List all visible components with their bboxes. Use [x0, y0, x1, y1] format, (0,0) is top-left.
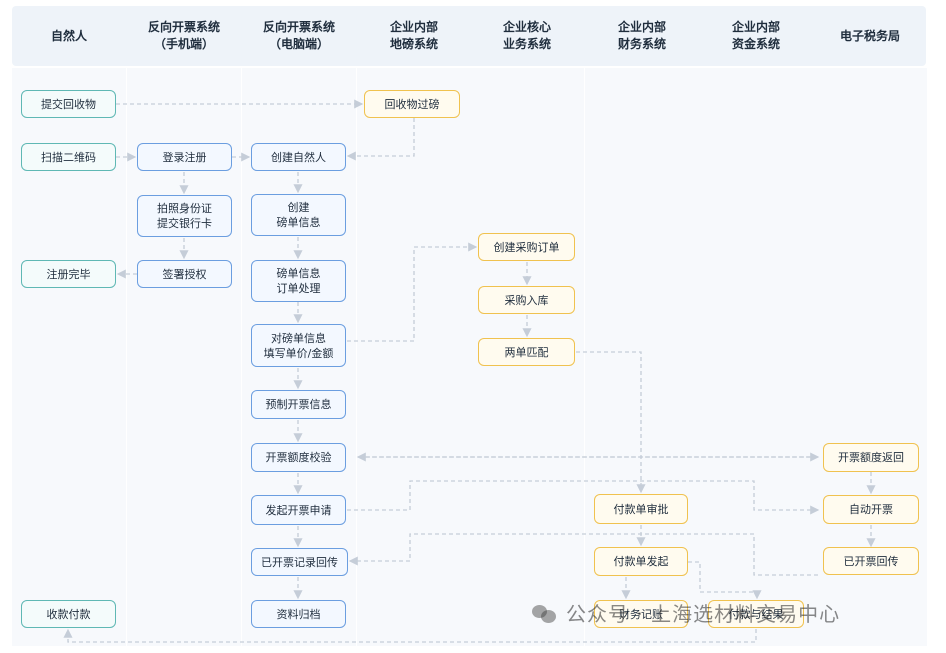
- node-label: 付款单发起: [613, 555, 669, 568]
- node-create-po: 创建采购订单: [478, 233, 575, 261]
- lane-header-weigh: 企业内部 地磅系统: [357, 8, 471, 64]
- watermark-text: 公众号 · 上海选材料交易中心: [566, 602, 841, 626]
- link-payresult-receive: [63, 628, 757, 643]
- lane-header-fund: 企业内部 资金系统: [699, 8, 813, 64]
- node-pay-result: 付款与结果: [708, 600, 804, 628]
- node-label: 磅单信息: [276, 267, 321, 280]
- node-label: 注册完毕: [46, 267, 91, 281]
- lane-header-line: （电脑端）: [268, 37, 329, 51]
- link-invoiced-record: [348, 533, 818, 576]
- lane-header-pc: 反向开票系统 （电脑端）: [242, 8, 356, 64]
- node-weigh-order: 磅单信息 订单处理: [251, 260, 346, 302]
- node-label: 已开票记录回传: [261, 555, 338, 569]
- node-quota-return: 开票额度返回: [823, 443, 919, 472]
- node-pay-start: 付款单发起: [594, 547, 688, 576]
- lane-header-core: 企业核心 业务系统: [470, 8, 584, 64]
- lane-header-line: 反向开票系统: [262, 20, 335, 34]
- lane-bg-fund: [699, 68, 813, 646]
- node-archive: 资料归档: [251, 600, 346, 628]
- node-quota-check: 开票额度校验: [251, 443, 346, 472]
- node-label: 两单匹配: [504, 345, 549, 359]
- node-label: 对磅单信息: [271, 331, 326, 345]
- node-label: 提交银行卡: [157, 217, 212, 230]
- node-auto-invoice: 自动开票: [823, 495, 919, 524]
- node-label: 签署授权: [162, 267, 207, 281]
- lane-header-line: 反向开票系统: [147, 20, 220, 34]
- lane-header-finance: 企业内部 财务系统: [585, 8, 699, 64]
- node-create-person: 创建自然人: [251, 143, 346, 171]
- node-label: 付款与结果: [728, 607, 784, 621]
- node-label: 创建采购订单: [493, 240, 560, 254]
- node-apply-invoice: 发起开票申请: [251, 495, 346, 525]
- watermark: 公众号 · 上海选材料交易中心: [532, 598, 840, 627]
- node-receive-pay: 收款付款: [21, 600, 116, 628]
- link-fill-createpo: [347, 242, 478, 342]
- node-invoiced-back: 已开票回传: [823, 547, 919, 575]
- node-label: 资料归档: [276, 607, 321, 621]
- node-label: 已开票回传: [843, 554, 899, 568]
- lane-header-line: 自然人: [50, 28, 87, 43]
- node-label: 填写单价/金额: [263, 346, 334, 360]
- node-label: 开票额度校验: [265, 451, 332, 464]
- link-start-payresult: [688, 561, 762, 600]
- node-sign: 签署授权: [137, 260, 232, 288]
- node-photo: 拍照身份证 提交银行卡: [137, 195, 232, 237]
- node-label: 收款付款: [46, 607, 91, 621]
- link-weighing-createperson: [346, 118, 415, 161]
- header-band: [12, 6, 926, 66]
- node-pre-invoice: 预制开票信息: [251, 390, 346, 419]
- node-label: 预制开票信息: [265, 398, 332, 411]
- node-login: 登录注册: [137, 143, 232, 171]
- lane-header-line: 资金系统: [731, 37, 780, 51]
- node-pay-approve: 付款单审批: [594, 494, 688, 524]
- node-record-back: 已开票记录回传: [251, 548, 348, 576]
- node-label: 扫描二维码: [41, 150, 96, 164]
- wechat-icon: [532, 603, 558, 623]
- node-create-weigh: 创建 磅单信息: [251, 194, 346, 236]
- lane-header-line: （手机端）: [153, 37, 214, 51]
- node-label: 订单处理: [276, 282, 321, 295]
- lane-header-line: 企业核心: [502, 20, 551, 34]
- link-apply-auto: [347, 480, 820, 515]
- node-scan: 扫描二维码: [21, 143, 116, 171]
- node-label: 创建: [287, 201, 310, 214]
- node-label: 回收物过磅: [384, 97, 440, 111]
- node-label: 创建自然人: [271, 150, 326, 164]
- link-match-payapprove: [576, 351, 646, 494]
- node-reg-done: 注册完毕: [21, 260, 116, 288]
- node-stock-in: 采购入库: [478, 286, 575, 314]
- node-fill-price: 对磅单信息 填写单价/金额: [251, 324, 346, 367]
- node-label: 开票额度返回: [838, 451, 904, 464]
- node-accounting: 财务记账: [594, 600, 688, 628]
- node-label: 登录注册: [162, 150, 207, 164]
- lane-header-natural: 自然人: [12, 8, 126, 64]
- node-submit: 提交回收物: [21, 90, 116, 118]
- lane-header-mobile: 反向开票系统 （手机端）: [127, 8, 241, 64]
- node-label: 磅单信息: [276, 216, 321, 229]
- lane-header-line: 企业内部: [617, 20, 666, 34]
- lane-header-line: 企业内部: [731, 20, 780, 34]
- lane-header-line: 财务系统: [617, 37, 666, 51]
- node-label: 发起开票申请: [265, 503, 332, 517]
- lane-bg-weigh: [357, 68, 471, 646]
- lane-header-line: 电子税务局: [839, 28, 900, 43]
- node-label: 采购入库: [504, 293, 549, 307]
- node-label: 提交回收物: [41, 97, 96, 111]
- lane-header-line: 企业内部: [389, 20, 438, 34]
- node-match: 两单匹配: [478, 338, 575, 366]
- node-label: 财务记账: [619, 607, 663, 621]
- lane-header-tax: 电子税务局: [813, 8, 927, 64]
- lane-header-line: 业务系统: [502, 37, 551, 51]
- node-weighing: 回收物过磅: [364, 90, 460, 118]
- lane-header-line: 地磅系统: [389, 37, 438, 51]
- node-label: 拍照身份证: [157, 202, 212, 215]
- node-label: 付款单审批: [613, 502, 669, 516]
- node-label: 自动开票: [849, 503, 893, 516]
